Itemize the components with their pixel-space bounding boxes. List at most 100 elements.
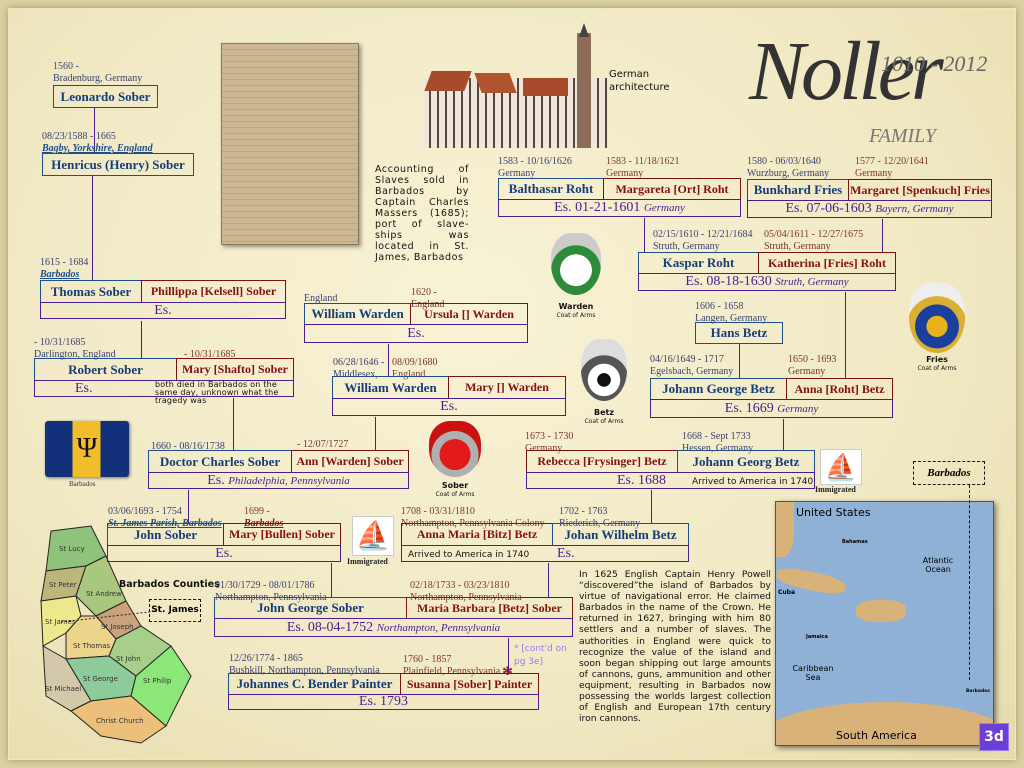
person-dates: 1760 - 1857 [403, 654, 452, 665]
person-dates: 1620 - [411, 287, 437, 298]
person-place: Germany [498, 168, 536, 179]
person-name-box[interactable]: Anna Maria [Bitz] Betz [401, 523, 553, 546]
parish-label: St George [83, 675, 118, 683]
person-name-box[interactable]: Bunkhard Fries [747, 179, 849, 201]
contd-note: * [cont'd on pg 3e] [514, 644, 567, 667]
marriage-established: Es. 1669 Germany [651, 400, 892, 418]
connector-line [644, 218, 646, 252]
spouse-name-box[interactable]: Johann Georg Betz [677, 450, 815, 473]
person-place: Barbados [40, 269, 80, 280]
marriage-place: Germany [777, 403, 819, 415]
connector-line [188, 490, 190, 523]
fries-coat-of-arms-icon [909, 283, 965, 353]
person-name-box[interactable]: Kaspar Roht [638, 252, 759, 274]
person-dates-place: England [304, 293, 337, 305]
person-place: Middlesex, [333, 369, 378, 380]
spouse-name-box[interactable]: Ann [Warden] Sober [291, 450, 409, 473]
marriage-row: Es. 08-04-1752 Northampton, Pennsylvania [214, 618, 573, 637]
person-name-box[interactable]: William Warden [332, 376, 449, 399]
person-dates-place: 1620 -England [411, 287, 444, 311]
marriage-established: Es. 1688 [617, 473, 666, 488]
person-dates: 1673 - 1730 [525, 431, 574, 442]
slave-ledger-manuscript-image [221, 43, 359, 245]
spouse-name-box[interactable]: Mary [Bullen] Sober [223, 523, 341, 546]
person-name-box[interactable]: Hans Betz [695, 322, 783, 344]
spouse-name-box[interactable]: Katherina [Fries] Roht [758, 252, 896, 274]
person-name-box[interactable]: Doctor Charles Sober [148, 450, 292, 473]
spouse-name-box[interactable]: Anna [Roht] Betz [786, 378, 893, 400]
callout-pointer-line [969, 485, 970, 680]
spouse-name-box[interactable]: Margareta [Ort] Roht [603, 178, 741, 200]
map-label: Caribbean Sea [792, 664, 834, 682]
person-dates: 1583 - 10/16/1626 [498, 156, 572, 167]
person-name-box[interactable]: Johannes C. Bender Painter [228, 673, 401, 695]
spouse-name-box[interactable]: Mary [Shafto] Sober [176, 358, 294, 381]
person-name-box[interactable]: Johann George Betz [650, 378, 787, 400]
connector-line [845, 292, 847, 378]
st-james-callout: St. James [149, 599, 201, 622]
german-architecture-image [423, 23, 608, 148]
person-name-box[interactable]: Balthasar Roht [498, 178, 604, 200]
spouse-name-box[interactable]: Ursula [] Warden [410, 303, 528, 325]
person-dates: 05/04/1611 - 12/27/1675 [764, 229, 864, 240]
marriage-note: Arrived to America in 1740 [408, 550, 530, 560]
spouse-name-box[interactable]: Mary [] Warden [448, 376, 566, 399]
spouse-name-box[interactable]: Margaret [Spenkuch] Fries [848, 179, 992, 201]
person-name-box[interactable]: John George Sober [214, 597, 407, 619]
family-title: Noller 1010 - 2012 FAMILY [749, 25, 1009, 149]
person-name-box[interactable]: William Warden [304, 303, 411, 325]
connector-line [94, 108, 96, 153]
marriage-row: Es. [332, 398, 566, 416]
person-place: Struth, Germany [653, 241, 720, 252]
title-years: 1010 - 2012 [881, 51, 988, 76]
spouse-name-box[interactable]: Maria Barbara [Betz] Sober [406, 597, 573, 619]
marriage-established: Es. [557, 546, 575, 561]
spouse-name-box[interactable]: Phillippa [Kelsell] Sober [141, 280, 286, 303]
marriage-established: Es. 08-04-1752 Northampton, Pennsylvania [215, 619, 572, 637]
parish-label: St Joseph [101, 623, 134, 631]
person-dates-place: - 10/31/1685 [184, 349, 235, 361]
person-name-box[interactable]: Leonardo Sober [53, 85, 158, 108]
marriage-year: Es. [407, 326, 425, 341]
connector-line [331, 563, 333, 597]
connector-line [233, 398, 235, 450]
marriage-row: Es. 1793 [228, 694, 539, 710]
marriage-year: Es. 01-21-1601 [554, 200, 641, 215]
person-dates: 1560 - [53, 61, 79, 72]
immigrated-ship-icon: ⛵ [820, 449, 862, 485]
accounting-caption: Accounting of Slaves sold in Barbados by… [375, 164, 469, 263]
marriage-year: Es. 1793 [359, 694, 408, 709]
person-dates: 08/23/1588 - 1665 [42, 131, 116, 142]
connector-line [651, 490, 653, 523]
spouse-name-box[interactable]: Susanna [Sober] Painter [400, 673, 539, 695]
marriage-established: Es. [75, 381, 93, 396]
connector-line [141, 321, 143, 358]
spouse-name-box[interactable]: Johan Wilhelm Betz [552, 523, 689, 546]
person-dates: - 10/31/1685 [184, 349, 236, 360]
parish-label: St Philip [143, 677, 172, 685]
barbados-callout: Barbados [913, 461, 985, 485]
person-dates: 04/16/1649 - 1717 [650, 354, 724, 365]
connector-line [508, 638, 510, 673]
marriage-year: Es. [440, 399, 458, 414]
immigrated-caption: Immigrated [815, 485, 856, 494]
marriage-row: Es. [40, 302, 286, 319]
parish-label: St Andrew [86, 590, 122, 598]
person-name-box[interactable]: Rebecca [Frysinger] Betz [526, 450, 678, 473]
marriage-row: Es. 1669 Germany [650, 399, 893, 418]
person-name-box[interactable]: John Sober [107, 523, 224, 546]
marriage-established: Es. [305, 325, 527, 342]
person-name-box[interactable]: Thomas Sober [40, 280, 142, 303]
sober-coat-of-arms-icon [429, 421, 481, 477]
map-label: Barbados [966, 689, 990, 694]
marriage-year: Es. [215, 546, 233, 561]
person-dates: 1606 - 1658 [695, 301, 744, 312]
map-label: Bahamas [842, 539, 868, 545]
person-place: Germany [855, 168, 893, 179]
person-name-box[interactable]: Robert Sober [34, 358, 177, 381]
marriage-established: Es. Philadelphia, Pennsylvania [149, 473, 408, 489]
person-name-box[interactable]: Henricus (Henry) Sober [42, 153, 194, 176]
